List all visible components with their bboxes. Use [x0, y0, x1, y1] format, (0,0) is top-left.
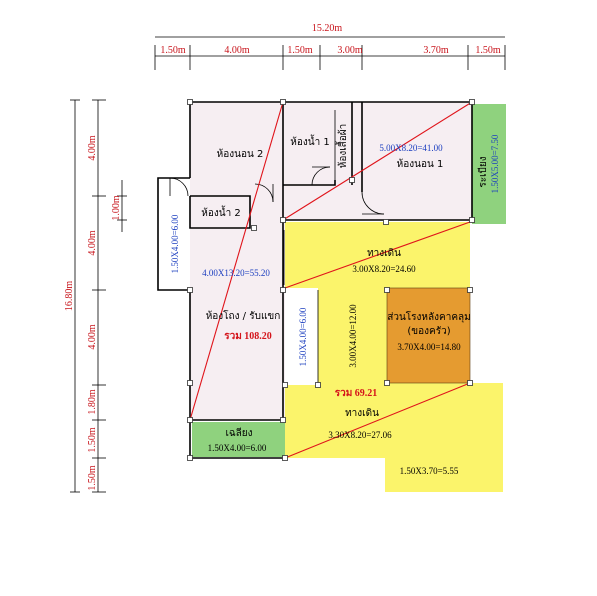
- top-seg-5: 3.70m: [423, 45, 449, 56]
- doors: [169, 166, 385, 215]
- total-left: รวม 108.20: [224, 331, 272, 342]
- room-bathroom2: ห้องน้ำ 2: [201, 205, 240, 219]
- vertex-marker-5: [280, 287, 286, 293]
- diagonal-main-block: [189, 101, 284, 421]
- room-kitchen: ส่วนโรงหลังคาคลุม: [387, 310, 471, 323]
- area-yellow-mid: 3.00X4.00=12.00: [348, 304, 358, 368]
- living-zone-fill: [190, 220, 285, 420]
- area-bedroom1: 5.00X8.20=41.00: [379, 143, 443, 153]
- vertex-marker-2: [469, 99, 475, 105]
- top-ticks: [154, 45, 506, 70]
- top-seg-1: 1.50m: [160, 45, 186, 56]
- diagonal-walkway2: [284, 382, 471, 459]
- left-seg-1: 4.00m: [87, 135, 98, 161]
- diagonal-bedroom1: [282, 101, 473, 221]
- bath1-wall: [283, 180, 336, 186]
- vertex-marker-18: [383, 219, 389, 225]
- area-diagonals: [189, 101, 473, 459]
- door-bath2-arc: [169, 177, 189, 197]
- diagonal-walkway1: [284, 221, 471, 289]
- top-seg-3: 1.50m: [287, 45, 313, 56]
- left-seg-6: 1.50m: [87, 465, 98, 491]
- vertex-marker-20: [349, 177, 355, 183]
- vertex-marker-6: [469, 217, 475, 223]
- room-living: ห้องโถง / รับแขก: [206, 309, 281, 322]
- vertex-marker-3: [187, 287, 193, 293]
- left-total-label: 16.80m: [64, 281, 75, 312]
- area-labels: 5.00X8.20=41.00 4.00X13.20=55.20 1.50X4.…: [170, 134, 500, 476]
- area-totals: รวม 108.20 รวม 69.21: [224, 331, 377, 399]
- bedroom-zone-fill: [190, 102, 472, 220]
- top-seg-2: 4.00m: [224, 45, 250, 56]
- vertex-marker-17: [282, 455, 288, 461]
- total-right: รวม 69.21: [335, 388, 378, 399]
- vertex-marker-0: [187, 99, 193, 105]
- room-walkway1: ทางเดิน: [367, 248, 401, 259]
- room-kitchen-sub: (ของครัว): [407, 326, 450, 337]
- area-left-strip: 1.50X4.00=6.00: [170, 214, 180, 273]
- area-main-block: 4.00X13.20=55.20: [202, 268, 270, 278]
- vertex-marker-16: [187, 455, 193, 461]
- room-labels: ห้องนอน 2 ห้องน้ำ 1 ห้องเสื้อผ้า ห้องนอน…: [201, 124, 489, 439]
- vertex-marker-13: [315, 382, 321, 388]
- top-total-label: 15.20m: [312, 23, 343, 34]
- inner-dim-label: 1.00m: [111, 195, 122, 221]
- left-dimension-chain: 16.80m 4.00m 4.00m 4.00m 1.80m 1.50m 1.5…: [64, 99, 127, 493]
- top-seg-6: 1.50m: [475, 45, 501, 56]
- vertex-marker-4: [280, 217, 286, 223]
- vertex-marker-9: [384, 380, 390, 386]
- room-walkway2: ทางเดิน: [345, 408, 379, 419]
- top-seg-4: 3.00m: [337, 45, 363, 56]
- room-bathroom1: ห้องน้ำ 1: [290, 134, 329, 148]
- vertex-marker-15: [280, 417, 286, 423]
- area-balcony-bottom: 1.50X4.00=6.00: [208, 443, 267, 453]
- left-seg-3: 4.00m: [87, 324, 98, 350]
- vertex-marker-1: [280, 99, 286, 105]
- vertex-marker-14: [187, 417, 193, 423]
- room-closet: ห้องเสื้อผ้า: [335, 124, 349, 168]
- room-balcony-right: ระเบียง: [477, 156, 489, 187]
- vertex-marker-8: [467, 287, 473, 293]
- left-ticks: [92, 99, 106, 493]
- area-bottom-right: 1.50X3.70=5.55: [400, 466, 459, 476]
- left-seg-5: 1.50m: [87, 427, 98, 453]
- room-balcony-bottom: เฉลียง: [225, 427, 252, 439]
- room-bedroom1: ห้องนอน 1: [397, 158, 444, 170]
- vertex-marker-10: [467, 380, 473, 386]
- vertex-marker-19: [251, 225, 257, 231]
- bath2-room: [189, 195, 251, 229]
- balcony-right-fill: [472, 104, 506, 224]
- room-bedroom2: ห้องนอน 2: [217, 148, 264, 160]
- left-seg-4: 1.80m: [87, 389, 98, 415]
- area-kitchen: 3.70X4.00=14.80: [397, 342, 461, 352]
- balcony-bottom-fill: [192, 422, 285, 457]
- area-balcony-right: 1.50X5.00=7.50: [490, 134, 500, 193]
- vertex-marker-11: [187, 380, 193, 386]
- top-dimension-chain: 15.20m 1.50m 4.00m 1.50m 3.00m 3.70m 1.5…: [154, 23, 506, 70]
- kitchen-zone-fill: [386, 287, 471, 384]
- left-seg-2: 4.00m: [87, 230, 98, 256]
- area-mid-strip: 1.50X4.00=6.00: [298, 307, 308, 366]
- vertex-markers: [187, 99, 475, 461]
- vertex-marker-7: [384, 287, 390, 293]
- area-walkway2: 3.30X8.20=27.06: [328, 430, 392, 440]
- vertex-marker-12: [282, 382, 288, 388]
- area-walkway1: 3.00X8.20=24.60: [352, 264, 416, 274]
